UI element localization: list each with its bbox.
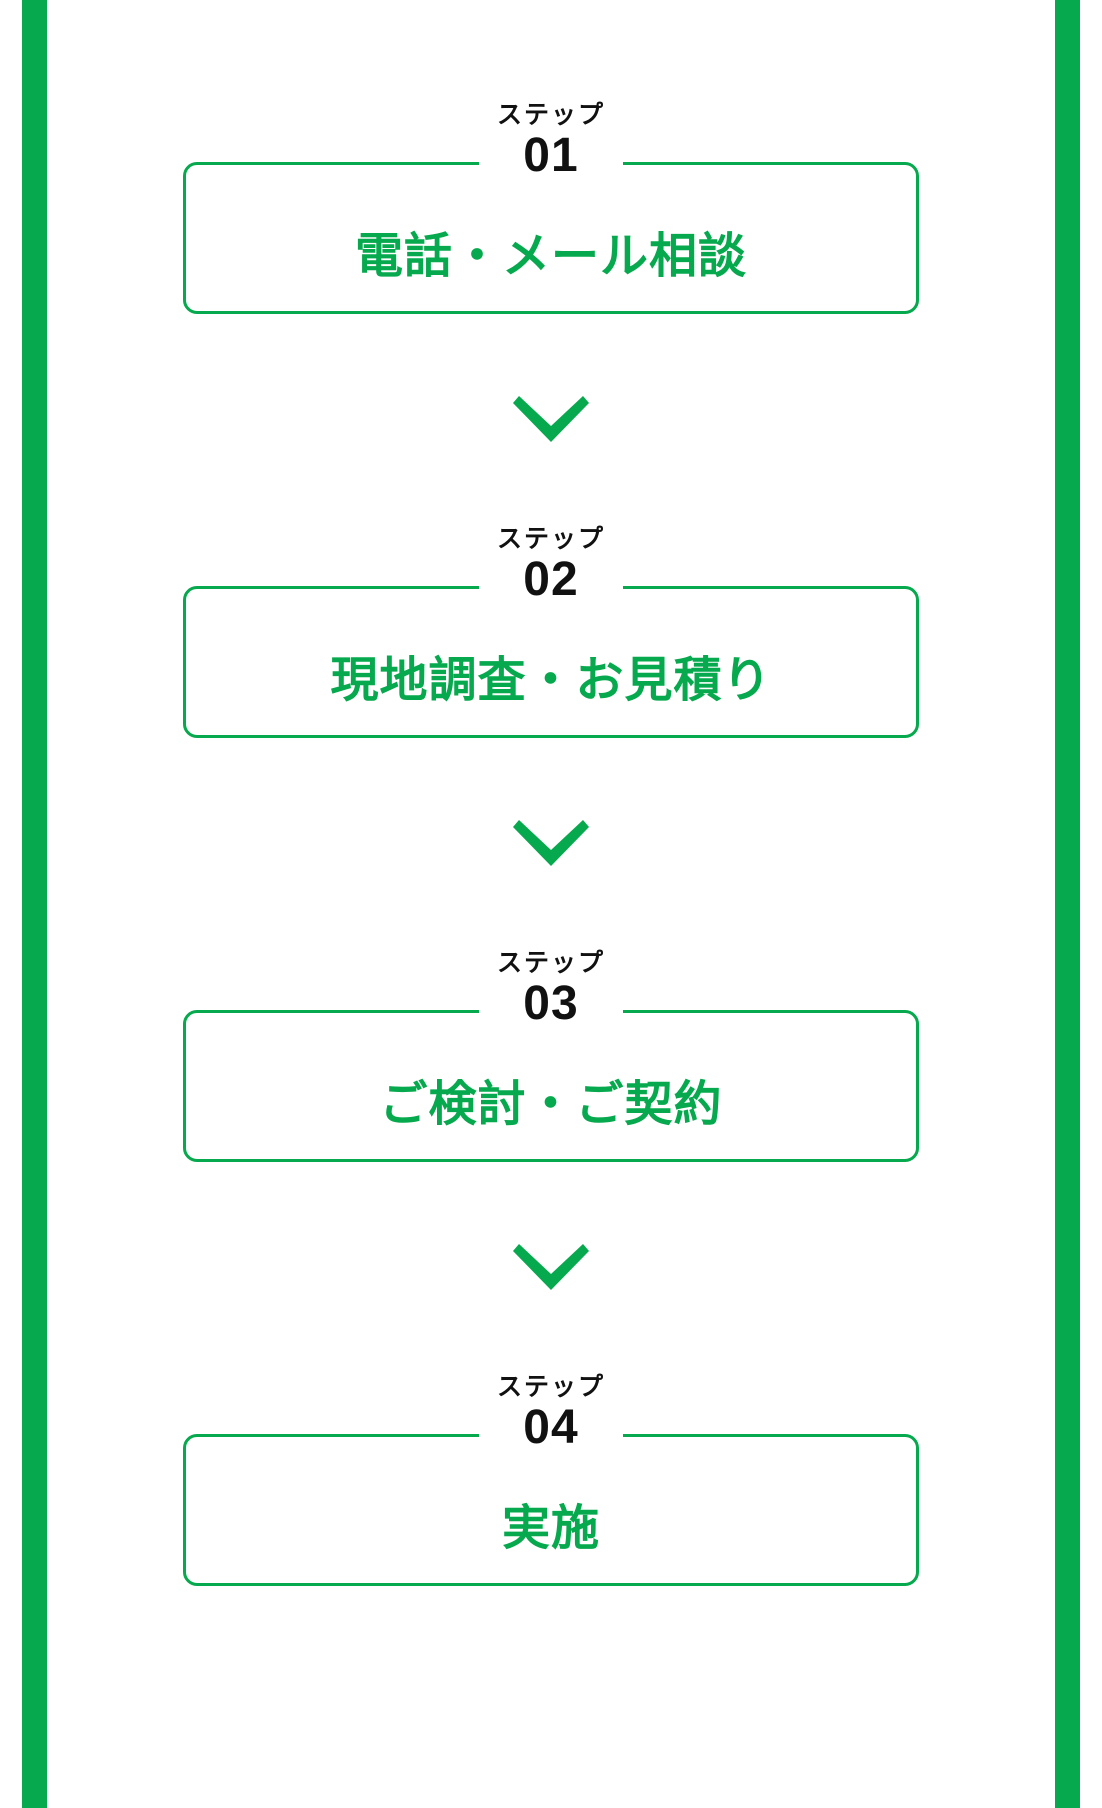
step-item-03: ステップ 03 ご検討・ご契約 [183,882,919,1162]
step-flow-list: ステップ 01 電話・メール相談 ステップ 02 現地調査・お見積り [183,0,919,1808]
step-item-02: ステップ 02 現地調査・お見積り [183,458,919,738]
step-item-01: ステップ 01 電話・メール相談 [183,0,919,314]
step-number-label: 02 [523,553,579,606]
left-accent-bar [22,0,47,1808]
step-title-03: ご検討・ご契約 [379,1078,723,1131]
step-badge-03: ステップ 03 [478,949,624,1030]
chevron-down-icon [183,800,919,882]
step-number-label: 04 [523,1401,579,1454]
step-kicker-label: ステップ [496,949,606,977]
chevron-down-icon [183,1224,919,1306]
step-title-01: 電話・メール相談 [354,230,747,283]
step-badge-01: ステップ 01 [478,101,624,182]
step-number-label: 01 [523,129,579,182]
step-box-03: ステップ 03 ご検討・ご契約 [183,951,919,1162]
step-box-02: ステップ 02 現地調査・お見積り [183,527,919,738]
step-kicker-label: ステップ [496,525,606,553]
step-badge-02: ステップ 02 [478,525,624,606]
step-box-04: ステップ 04 実施 [183,1375,919,1586]
step-kicker-label: ステップ [496,1373,606,1401]
right-accent-bar [1055,0,1080,1808]
step-item-04: ステップ 04 実施 [183,1306,919,1586]
step-title-04: 実施 [501,1502,600,1555]
chevron-down-icon [183,376,919,458]
step-kicker-label: ステップ [496,101,606,129]
step-title-02: 現地調査・お見積り [330,654,772,707]
step-box-01: ステップ 01 電話・メール相談 [183,103,919,314]
step-badge-04: ステップ 04 [478,1373,624,1454]
step-number-label: 03 [523,977,579,1030]
